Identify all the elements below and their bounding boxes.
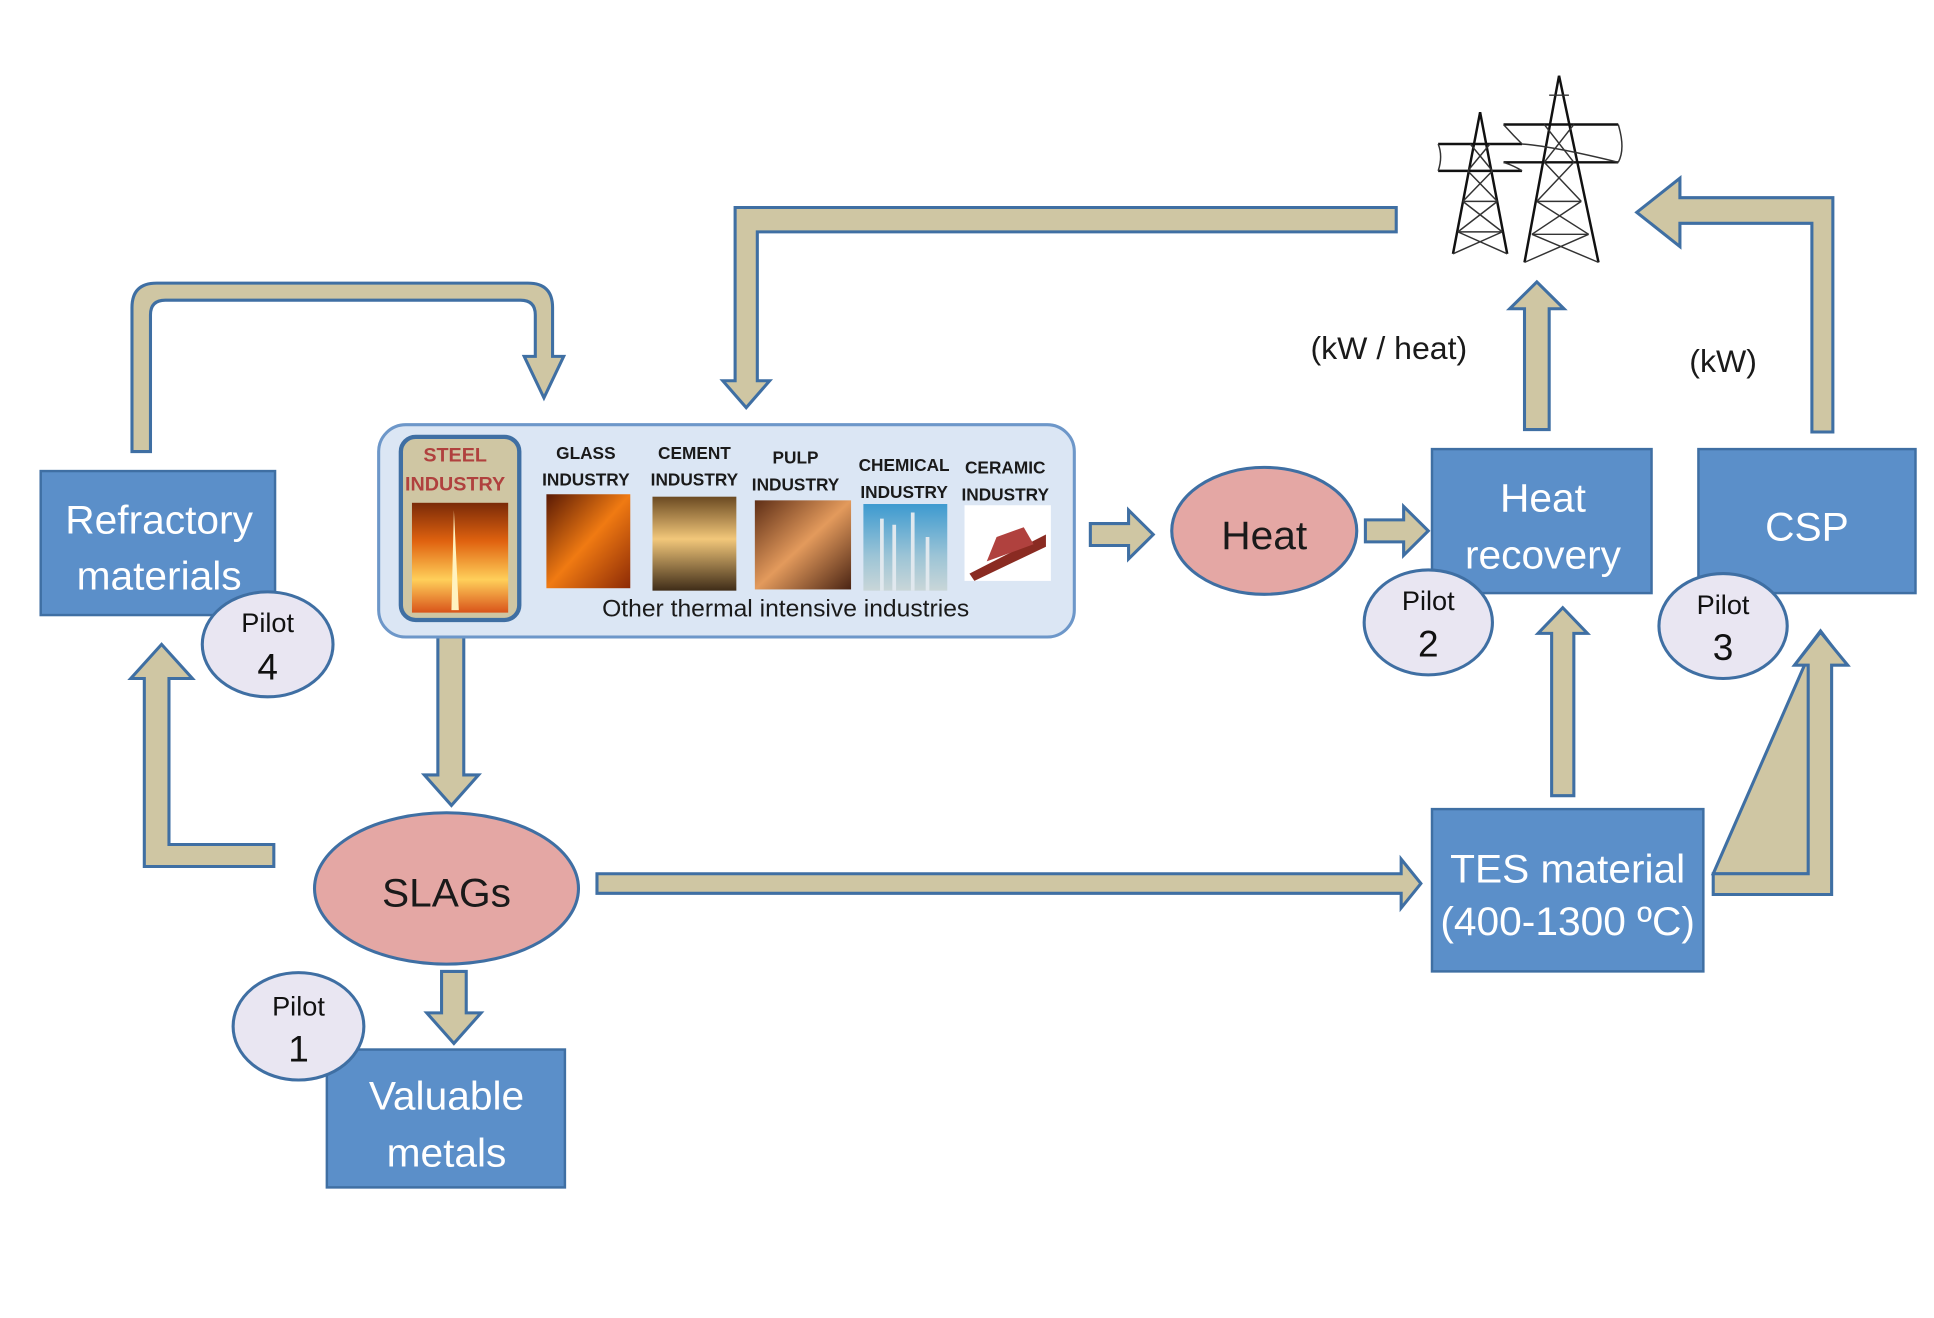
csp-label: CSP bbox=[1765, 504, 1849, 550]
industry-chemical: CHEMICAL INDUSTRY bbox=[859, 455, 950, 591]
node-tes-material: TES material (400-1300 ºC) bbox=[1430, 807, 1705, 973]
csp-box bbox=[1697, 447, 1917, 595]
heat-label: Heat bbox=[1221, 512, 1307, 558]
arrow-refractory-to-industries bbox=[130, 281, 567, 454]
industry-ceramic: CERAMIC INDUSTRY bbox=[961, 458, 1051, 581]
arrow-slags-to-metals bbox=[423, 969, 485, 1046]
industry-glass: GLASS INDUSTRY bbox=[542, 443, 631, 589]
glass-furnace-photo bbox=[546, 494, 631, 589]
arrow-slags-to-tes bbox=[595, 854, 1423, 913]
power-pylons-icon bbox=[1437, 75, 1623, 264]
arrow-tes-to-csp-body bbox=[1711, 629, 1851, 897]
steel-industry-title-line1: STEEL bbox=[423, 444, 487, 466]
arrow-grid-to-industries bbox=[719, 205, 1398, 410]
pilot-1-number: 1 bbox=[288, 1029, 309, 1070]
pilot-2-number: 2 bbox=[1418, 624, 1439, 665]
node-heat-recovery: Heat recovery bbox=[1430, 447, 1653, 595]
cement-industry-title-line1: CEMENT bbox=[658, 443, 731, 463]
heat-ellipse bbox=[1170, 465, 1359, 596]
pilot-badge-3: Pilot 3 bbox=[1657, 572, 1789, 681]
pilot-3-number: 3 bbox=[1713, 627, 1734, 668]
heat-recovery-label-line1: Heat bbox=[1500, 475, 1586, 521]
pilot-3-word: Pilot bbox=[1697, 590, 1750, 620]
chemical-industry-title-line1: CHEMICAL bbox=[859, 455, 950, 475]
arrow-slags-to-refractory bbox=[127, 642, 276, 868]
tes-material-box bbox=[1430, 807, 1705, 973]
industries-panel: STEEL INDUSTRY GLASS INDUSTRY CEMENT IND… bbox=[377, 423, 1076, 639]
valuable-metals-box bbox=[325, 1048, 567, 1189]
node-valuable-metals: Valuable metals bbox=[325, 1048, 567, 1189]
pilot-1-word: Pilot bbox=[272, 991, 325, 1021]
chemical-plant-photo bbox=[863, 504, 948, 591]
pilot-3-ellipse bbox=[1657, 572, 1789, 681]
refractory-materials-box bbox=[39, 469, 277, 617]
pilot-badge-4: Pilot 4 bbox=[200, 590, 335, 699]
pilot-2-ellipse bbox=[1362, 568, 1494, 677]
heat-recovery-output-label: (kW / heat) bbox=[1310, 330, 1467, 366]
valuable-metals-label-line1: Valuable bbox=[369, 1073, 524, 1119]
cement-industry-title-line2: INDUSTRY bbox=[651, 470, 739, 490]
slags-ellipse bbox=[312, 811, 581, 966]
cement-kiln-photo bbox=[652, 496, 737, 591]
pilot-badge-2: Pilot 2 bbox=[1362, 568, 1494, 677]
pilot-4-word: Pilot bbox=[241, 608, 294, 638]
chemical-plant-towers bbox=[880, 512, 930, 591]
small-pylon bbox=[1438, 112, 1523, 255]
pulp-industry-title-line1: PULP bbox=[773, 448, 819, 468]
node-heat: Heat bbox=[1170, 465, 1359, 596]
tes-material-label-line1: TES material bbox=[1450, 846, 1685, 892]
slags-label: SLAGs bbox=[382, 870, 511, 916]
node-slags: SLAGs bbox=[312, 811, 581, 966]
node-csp: CSP bbox=[1697, 447, 1917, 595]
industry-cement: CEMENT INDUSTRY bbox=[651, 443, 739, 591]
ceramic-industry-title-line1: CERAMIC bbox=[965, 458, 1045, 478]
csp-output-label: (kW) bbox=[1689, 343, 1757, 379]
steel-industry-card: STEEL INDUSTRY bbox=[398, 434, 522, 623]
pilot-1-ellipse bbox=[231, 971, 366, 1082]
industry-pulp: PULP INDUSTRY bbox=[752, 448, 852, 590]
refractory-materials-label-line1: Refractory bbox=[65, 496, 253, 542]
chemical-industry-title-line2: INDUSTRY bbox=[860, 482, 948, 502]
heat-recovery-label-line2: recovery bbox=[1465, 532, 1622, 578]
valuable-metals-label-line2: metals bbox=[387, 1130, 507, 1176]
arrow-heat-recovery-to-grid bbox=[1505, 279, 1568, 432]
tes-material-label-line2: (400-1300 ºC) bbox=[1440, 898, 1695, 944]
large-pylon bbox=[1503, 75, 1619, 264]
arrow-steel-to-slags bbox=[420, 612, 482, 808]
heat-recovery-box bbox=[1430, 447, 1653, 595]
pilot-4-ellipse bbox=[200, 590, 335, 699]
pilot-badge-1: Pilot 1 bbox=[231, 971, 366, 1082]
pulp-mill-photo bbox=[754, 500, 852, 590]
industries-panel-caption: Other thermal intensive industries bbox=[602, 595, 969, 622]
node-refractory-materials: Refractory materials bbox=[39, 469, 277, 617]
glass-industry-title-line2: INDUSTRY bbox=[542, 470, 630, 490]
pilot-4-number: 4 bbox=[257, 647, 278, 688]
refractory-materials-label-line2: materials bbox=[77, 553, 242, 599]
arrow-heat-to-heat-recovery bbox=[1363, 502, 1431, 559]
glass-industry-title-line1: GLASS bbox=[556, 443, 615, 463]
pulp-industry-title-line2: INDUSTRY bbox=[752, 475, 840, 495]
pilot-2-word: Pilot bbox=[1402, 586, 1455, 616]
steel-industry-title-line2: INDUSTRY bbox=[405, 474, 505, 496]
ceramic-industry-title-line2: INDUSTRY bbox=[961, 484, 1049, 504]
ceramic-kiln-body bbox=[986, 527, 1034, 562]
arrow-industries-to-heat bbox=[1088, 506, 1156, 563]
arrow-csp-to-grid bbox=[1634, 175, 1835, 434]
molten-steel-photo bbox=[411, 502, 509, 613]
arrow-tes-to-heat-recovery bbox=[1534, 605, 1592, 798]
